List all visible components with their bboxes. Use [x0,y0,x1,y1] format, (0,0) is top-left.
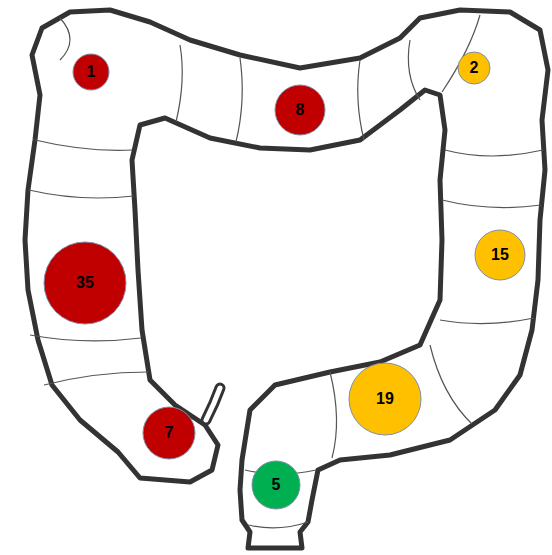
finding-circle: 15 [474,229,526,281]
circle-fill [475,230,525,280]
circle-fill [252,461,300,509]
circle-fill [458,52,490,84]
finding-circle: 7 [142,406,196,460]
appendix [206,388,220,420]
count-number: 19 [348,362,422,436]
finding-circle: 8 [274,84,326,136]
count-number: 5 [251,460,301,510]
finding-circle: 5 [251,460,301,510]
circle-fill [143,407,195,459]
circle-fill [349,363,421,435]
count-number: 2 [457,51,491,85]
count-number: 15 [474,229,526,281]
haustra-lines [29,15,543,528]
count-number: 8 [274,84,326,136]
circle-fill [44,242,126,324]
count-number: 35 [43,241,127,325]
finding-circle: 1 [72,53,110,91]
circle-fill [275,85,325,135]
finding-circle: 35 [43,241,127,325]
count-number: 1 [72,53,110,91]
count-number: 7 [142,406,196,460]
finding-circle: 19 [348,362,422,436]
circle-fill [73,54,109,90]
colon-outline [25,10,548,548]
finding-circle: 2 [457,51,491,85]
